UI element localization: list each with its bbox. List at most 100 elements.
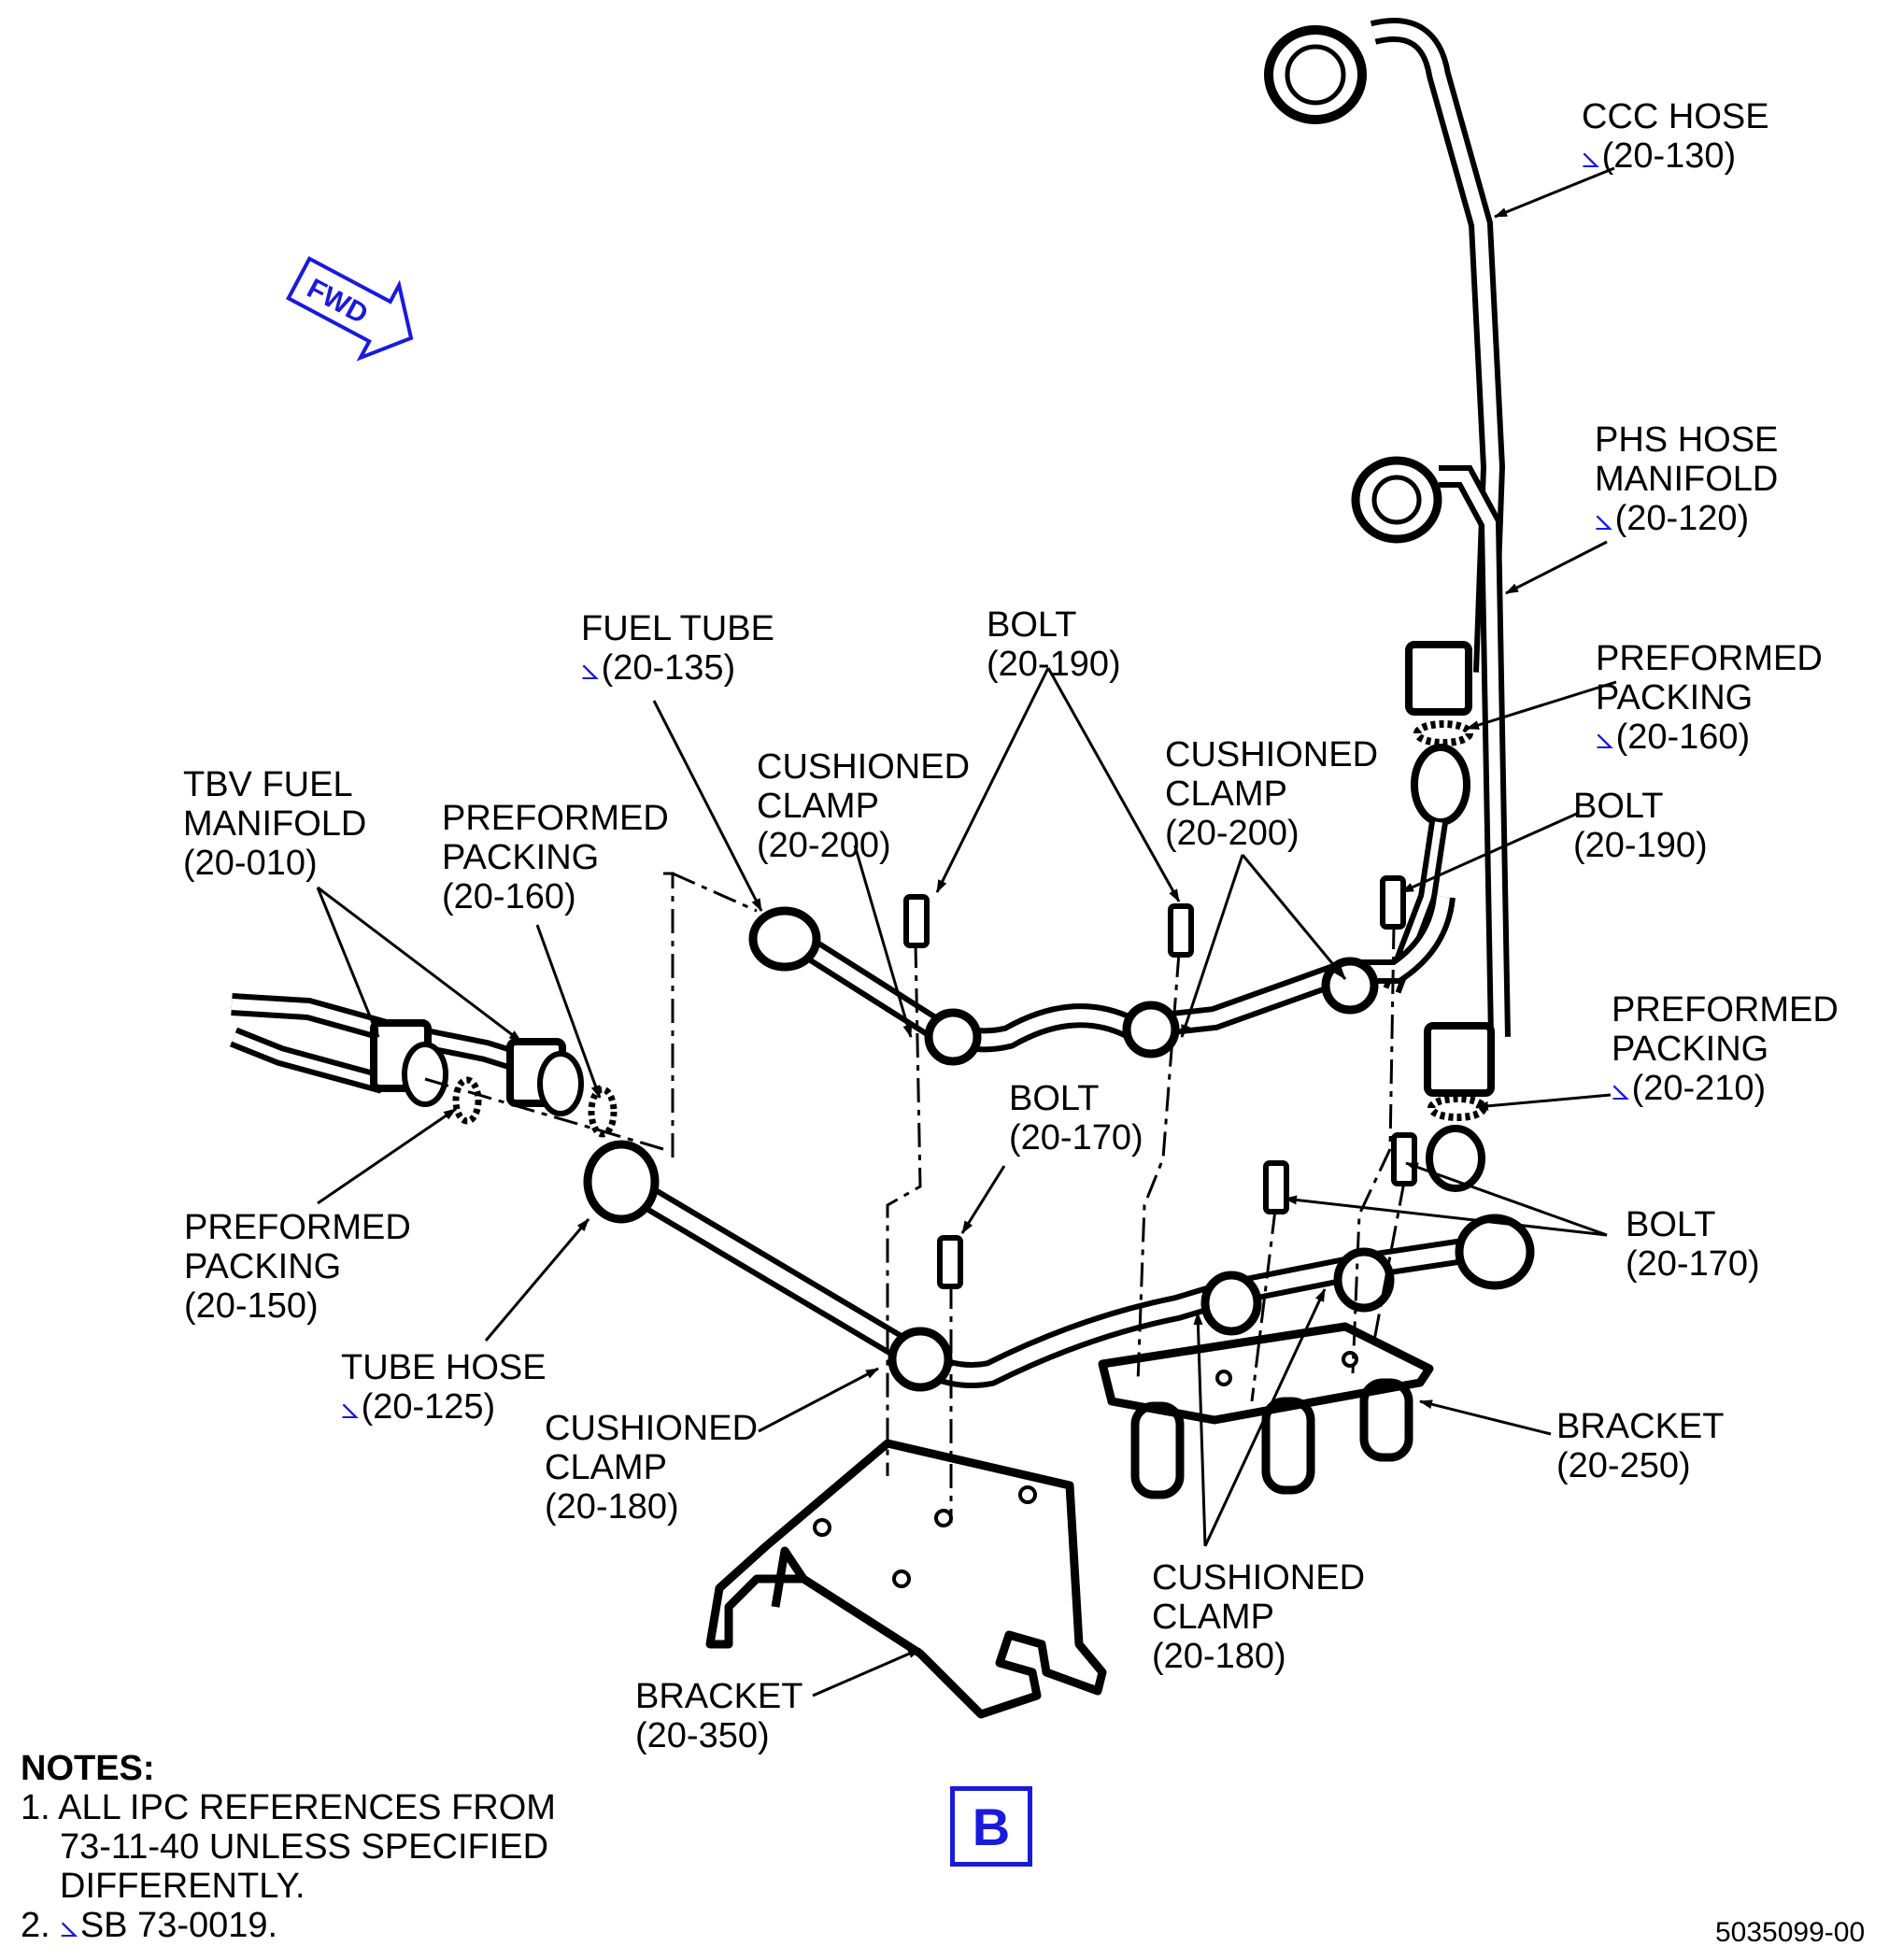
fuel-tube-end-fitting: [748, 906, 821, 972]
callout-ccc-hose-ref: (20-130): [1601, 136, 1737, 176]
union-fitting-upper: [1411, 744, 1470, 826]
fuel-tube: [748, 895, 1456, 1066]
packing-160-left-ring: [588, 1086, 618, 1138]
cushion-clamp-180-a: [888, 1327, 953, 1392]
callout-phs-hose-line1: PHS HOSE: [1595, 420, 1779, 460]
ccc-hose: [1264, 18, 1506, 674]
callout-bracket-350: BRACKET (20-350): [635, 1677, 802, 1755]
callout-cushion-200-right-line2: CLAMP: [1165, 774, 1287, 814]
callout-packing-210: PREFORMED PACKING ⦣(20-210): [1612, 990, 1839, 1109]
sb-mark-icon: ⦣: [1612, 1072, 1630, 1107]
callout-bolt-170-mid-ref: (20-170): [1009, 1118, 1143, 1158]
vertical-fittings: [1383, 641, 1495, 1192]
callout-tbv-manifold-ref: (20-010): [183, 844, 318, 883]
notes-heading: NOTES:: [21, 1749, 155, 1788]
callout-bolt-top-line1: BOLT: [987, 605, 1077, 645]
callout-bolt-top-ref: (20-190): [987, 645, 1121, 684]
callout-tube-hose-line1: TUBE HOSE: [341, 1348, 547, 1387]
callout-packing-160-right-line2: PACKING: [1596, 678, 1754, 717]
callout-bolt-190-right-ref: (20-190): [1573, 826, 1708, 865]
fwd-label: FWD: [302, 273, 373, 330]
leader-lines: [316, 166, 1617, 1697]
callout-bolt-170-mid-line1: BOLT: [1009, 1079, 1100, 1118]
callout-packing-210-ref: (20-210): [1631, 1069, 1767, 1108]
callout-bolt-170-right-ref: (20-170): [1626, 1244, 1760, 1284]
note-1-line1: 1. ALL IPC REFERENCES FROM: [21, 1788, 556, 1827]
packing-160-right-ring: [1413, 720, 1473, 746]
callout-packing-160-left-line1: PREFORMED: [442, 799, 669, 838]
callout-tbv-manifold-line2: MANIFOLD: [183, 804, 367, 844]
ccc-hose-nut: [1264, 25, 1367, 124]
callout-bracket-250-ref: (20-250): [1556, 1446, 1691, 1485]
callout-phs-hose-ref: (20-120): [1614, 499, 1750, 538]
bolt-190-c: [1380, 875, 1406, 930]
bracket-350: [705, 1439, 1107, 1719]
packing-150-ring: [452, 1076, 482, 1125]
callout-bracket-250-line1: BRACKET: [1556, 1407, 1725, 1446]
notes-block: NOTES: 1. ALL IPC REFERENCES FROM 73-11-…: [21, 1749, 556, 1946]
cushion-clamp-180-c: [1333, 1247, 1395, 1313]
callout-packing-160-left: PREFORMED PACKING (20-160): [442, 799, 669, 916]
callout-bolt-170-right-line1: BOLT: [1626, 1205, 1716, 1244]
callout-fuel-tube-line1: FUEL TUBE: [581, 609, 774, 648]
callout-cushion-200-left-ref: (20-200): [757, 826, 891, 865]
callout-bolt-170-right: BOLT (20-170): [1626, 1205, 1760, 1284]
callout-tube-hose: TUBE HOSE ⦣(20-125): [341, 1348, 547, 1427]
union-fitting-lower: [1426, 1125, 1485, 1192]
callout-bracket-350-line1: BRACKET: [635, 1677, 803, 1716]
sb-mark-icon: ⦣: [1596, 720, 1614, 756]
cushion-clamp-200-c: [1321, 957, 1379, 1015]
figure-number: 5035099-00: [1715, 1917, 1866, 1948]
callout-phs-hose-line2: MANIFOLD: [1595, 460, 1779, 499]
callout-packing-160-left-ref: (20-160): [442, 877, 576, 916]
callout-ccc-hose: CCC HOSE ⦣(20-130): [1582, 97, 1769, 177]
callout-cushion-200-left: CUSHIONED CLAMP (20-200): [757, 747, 970, 865]
phs-hose-nut: [1351, 456, 1442, 544]
callout-cushion-180-left: CUSHIONED CLAMP (20-180): [545, 1409, 758, 1527]
phs-hose-manifold: [1351, 456, 1511, 1038]
bracket-250: [1098, 1322, 1434, 1499]
sb-mark-icon: ⦣: [1595, 502, 1613, 537]
callout-cushion-200-left-line2: CLAMP: [757, 787, 879, 826]
sb-mark-icon: ⦣: [341, 1390, 360, 1426]
callout-packing-160-left-line2: PACKING: [442, 838, 600, 877]
callout-tube-hose-ref: (20-125): [361, 1387, 496, 1427]
callout-packing-160-right: PREFORMED PACKING ⦣(20-160): [1596, 639, 1823, 758]
tube-hose-end-fitting: [583, 1140, 660, 1224]
callout-packing-150-line1: PREFORMED: [184, 1208, 411, 1247]
callout-phs-hose: PHS HOSE MANIFOLD ⦣(20-120): [1595, 420, 1778, 539]
cushion-clamp-180-b: [1200, 1271, 1262, 1336]
hex-fitting-upper: [1405, 641, 1472, 716]
callout-packing-150-line2: PACKING: [184, 1247, 342, 1286]
callout-fuel-tube: FUEL TUBE ⦣(20-135): [581, 609, 774, 689]
callout-cushion-180-bottom-line1: CUSHIONED: [1152, 1558, 1366, 1598]
callout-packing-150: PREFORMED PACKING (20-150): [184, 1208, 411, 1326]
note-2-number: 2.: [21, 1906, 61, 1945]
sb-mark-icon: ⦣: [60, 1909, 78, 1944]
callout-packing-210-line2: PACKING: [1612, 1030, 1769, 1069]
callout-packing-150-ref: (20-150): [184, 1286, 319, 1326]
callout-bolt-190-right: BOLT (20-190): [1573, 787, 1708, 865]
tube-hose: [583, 1140, 1535, 1392]
callout-tbv-manifold-line1: TBV FUEL: [183, 765, 353, 804]
callout-cushion-180-left-ref: (20-180): [545, 1487, 679, 1527]
callout-cushion-180-bottom-ref: (20-180): [1152, 1637, 1286, 1676]
callout-cushion-180-bottom-line2: CLAMP: [1152, 1598, 1274, 1637]
assembly-lines: [424, 872, 1406, 1523]
callout-cushion-180-left-line1: CUSHIONED: [545, 1409, 759, 1448]
callout-bracket-350-ref: (20-350): [635, 1716, 770, 1755]
callout-cushion-180-left-line2: CLAMP: [545, 1448, 667, 1487]
callout-bolt-190-right-line1: BOLT: [1573, 787, 1664, 826]
packing-210-ring: [1427, 1095, 1487, 1121]
callout-cushion-200-right: CUSHIONED CLAMP (20-200): [1165, 735, 1378, 853]
callout-packing-210-line1: PREFORMED: [1612, 990, 1839, 1030]
callout-bracket-250: BRACKET (20-250): [1556, 1407, 1724, 1485]
tbv-fuel-manifold: [229, 993, 618, 1138]
bolt-170-b: [1263, 1160, 1289, 1214]
callout-ccc-hose-line1: CCC HOSE: [1582, 97, 1769, 136]
callout-cushion-200-right-line1: CUSHIONED: [1165, 735, 1379, 774]
callout-bolt-top: BOLT (20-190): [987, 605, 1121, 684]
sb-mark-icon: ⦣: [1582, 139, 1600, 175]
cushion-clamp-200-a: [924, 1008, 982, 1066]
tube-hose-right-nut: [1455, 1214, 1535, 1290]
